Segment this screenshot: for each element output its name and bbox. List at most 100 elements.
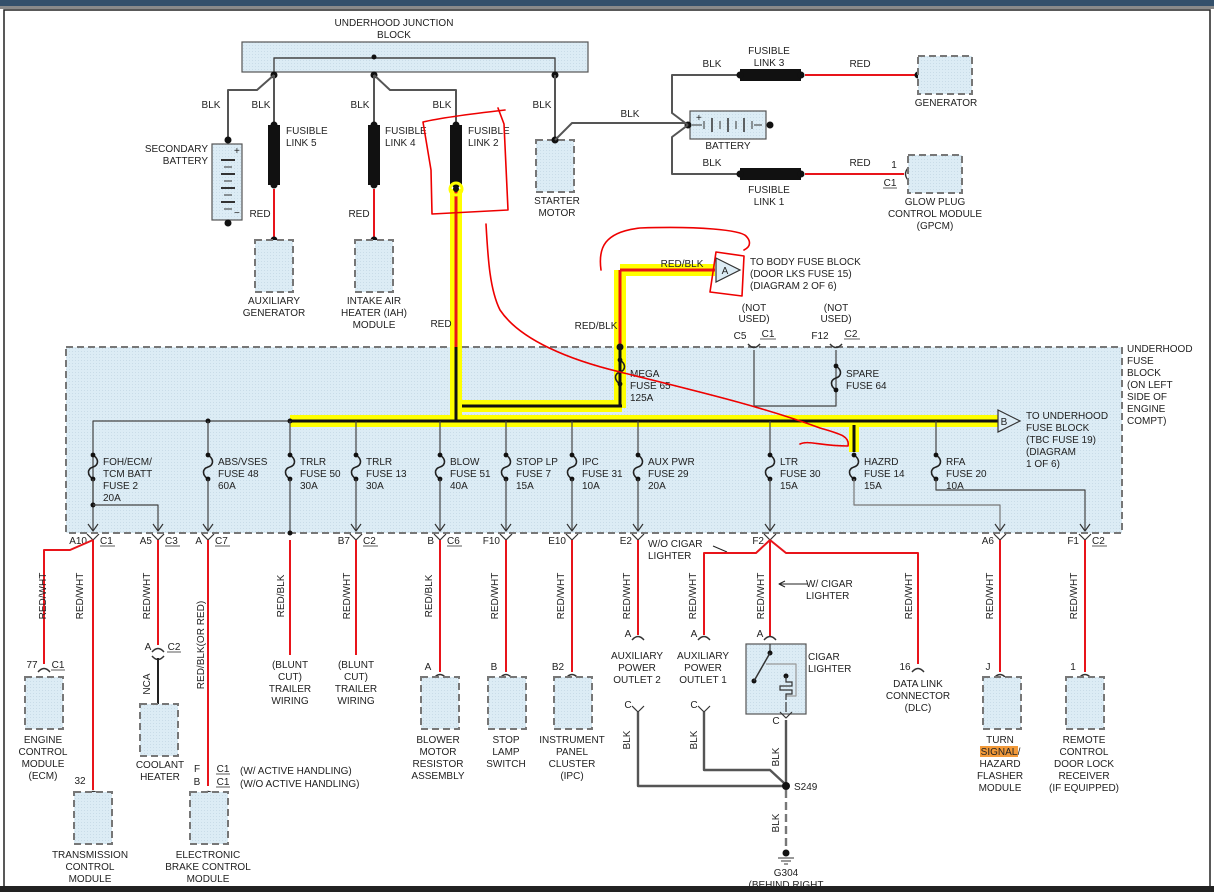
- wire-label: RED/WHT: [556, 573, 567, 620]
- gpcm-label: GLOW PLUG: [905, 197, 966, 208]
- trailer-wiring-label: WIRING: [337, 696, 374, 707]
- fusible-link-terminal: [370, 121, 378, 129]
- connector-pin: B: [491, 662, 498, 673]
- blower-label: MOTOR: [419, 747, 456, 758]
- fusible-link-4-label: FUSIBLE: [385, 126, 427, 137]
- fuse-label-1: 60A: [218, 481, 236, 492]
- connector-icon: [433, 533, 447, 541]
- fuse-terminal: [287, 452, 293, 458]
- connector-pin: E2: [620, 536, 633, 547]
- fuse-label-0: FOH/ECM/: [103, 457, 152, 468]
- body-fuse-block-ref-label: (DIAGRAM 2 OF 6): [750, 281, 837, 292]
- fuse-icon: [764, 454, 776, 480]
- generator-box: [917, 55, 973, 95]
- remote-door-lock-receiver-label: (IF EQUIPPED): [1049, 783, 1119, 794]
- intake-air-heater-label: INTAKE AIR: [347, 296, 401, 307]
- fuse-icon: [350, 454, 362, 480]
- splice-s249-dot: [782, 782, 790, 790]
- wire-label: RED/WHT: [490, 573, 501, 620]
- wire-red-wht-ecm: [43, 539, 94, 664]
- fuse-label-4: FUSE 51: [450, 469, 491, 480]
- fusible-link-terminal: [270, 181, 278, 189]
- gpcm-label: (GPCM): [917, 221, 954, 232]
- wire-label: RED/WHT: [1069, 573, 1080, 620]
- wire-label-red: RED: [348, 209, 369, 220]
- wire-label: RED/BLK: [276, 574, 287, 617]
- connector-pin: 16: [899, 662, 911, 673]
- connector-icon: [779, 711, 793, 719]
- wire-label: RED/WHT: [622, 573, 633, 620]
- connector-pin: F1: [1067, 536, 1079, 547]
- ecm-label: (ECM): [29, 771, 58, 782]
- connector-pin: C: [772, 716, 779, 727]
- terminal-dot: [616, 343, 624, 351]
- fuse-icon: [434, 454, 446, 480]
- fuse-label-10: RFA: [946, 457, 966, 468]
- fuse-icon: [284, 454, 296, 480]
- stop-lamp-switch-box: [487, 676, 527, 730]
- connector-arrow-icon: [152, 523, 164, 532]
- fuse-label-4: BLOW: [450, 457, 480, 468]
- connector-pin: 32: [74, 776, 86, 787]
- secondary-battery-label: SECONDARY: [145, 144, 208, 155]
- connector-icon: [1078, 533, 1092, 541]
- offpage-letter: B: [1001, 417, 1008, 428]
- connector-pin: A: [757, 629, 764, 640]
- connector-arrow-icon: [764, 523, 776, 532]
- to-underhood-fuse-block-label: TO UNDERHOOD: [1026, 411, 1108, 422]
- fuse-terminal: [205, 452, 211, 458]
- connector-icon: [565, 533, 579, 541]
- turn-signal-label: FLASHER: [977, 771, 1023, 782]
- window-top-border: [0, 6, 1214, 9]
- terminal-dot: [453, 186, 459, 192]
- wire-label-blk: BLK: [703, 158, 722, 169]
- remote-door-lock-receiver-label: DOOR LOCK: [1054, 759, 1114, 770]
- connector-id: C3: [165, 536, 178, 547]
- tcm-label: TRANSMISSION: [52, 850, 128, 861]
- connector-icon: [697, 705, 711, 713]
- ebcm-note-without-active-handling: (W/O ACTIVE HANDLING): [240, 779, 359, 790]
- body-fuse-block-ref-label: (DOOR LKS FUSE 15): [750, 269, 852, 280]
- fuse-terminal: [833, 363, 839, 369]
- fusible-link-2-icon: [450, 125, 462, 185]
- intake-air-heater-box: [354, 239, 394, 293]
- cigar-lighter-label: CIGAR: [808, 652, 840, 663]
- connector-id: C2: [1092, 536, 1105, 547]
- wire-label: RED/WHT: [688, 573, 699, 620]
- connector-id: C1: [217, 777, 230, 788]
- fuse-label-5: STOP LP: [516, 457, 558, 468]
- connector-icon: [631, 635, 645, 641]
- fuse-label-1: ABS/VSES: [218, 457, 268, 468]
- fuse-terminal: [833, 387, 839, 393]
- connector-pin: C: [690, 700, 697, 711]
- wire-label: RED/WHT: [756, 573, 767, 620]
- connector-pin: A: [425, 662, 432, 673]
- ebcm-note-with-active-handling: (W/ ACTIVE HANDLING): [240, 766, 352, 777]
- wire-label: RED/WHT: [75, 573, 86, 620]
- ecm-box: [24, 676, 64, 730]
- connector-icon: [631, 705, 645, 713]
- fuse-label-4: 40A: [450, 481, 468, 492]
- turn-signal-highlighted-word: SIGNAL: [981, 747, 1018, 758]
- wire-label-red-blk: RED/BLK: [661, 259, 704, 270]
- blower-resistor-box: [420, 676, 460, 730]
- connector-icon: [747, 343, 761, 349]
- trailer-wiring-label: WIRING: [271, 696, 308, 707]
- fuse-terminal: [933, 452, 939, 458]
- wire-label: RED/WHT: [985, 573, 996, 620]
- mega-fuse-label: FUSE 65: [630, 381, 671, 392]
- connector-icon: [201, 533, 215, 541]
- underhood-fuse-block-label: ENGINE: [1127, 404, 1166, 415]
- connector-pin: A: [145, 642, 152, 653]
- wire-blk-secondary-battery: [227, 74, 275, 140]
- coolant-heater-label: COOLANT: [136, 760, 184, 771]
- fusible-link-3-icon: [740, 69, 801, 81]
- connector-icon: [86, 533, 100, 541]
- connector-arrow-icon: [1079, 523, 1091, 532]
- connector-id: C6: [447, 536, 460, 547]
- starter-motor-label: STARTER: [534, 196, 580, 207]
- to-underhood-fuse-block-label: FUSE BLOCK: [1026, 423, 1090, 434]
- connector-pin: A5: [140, 536, 153, 547]
- secondary-battery-label: BATTERY: [163, 156, 209, 167]
